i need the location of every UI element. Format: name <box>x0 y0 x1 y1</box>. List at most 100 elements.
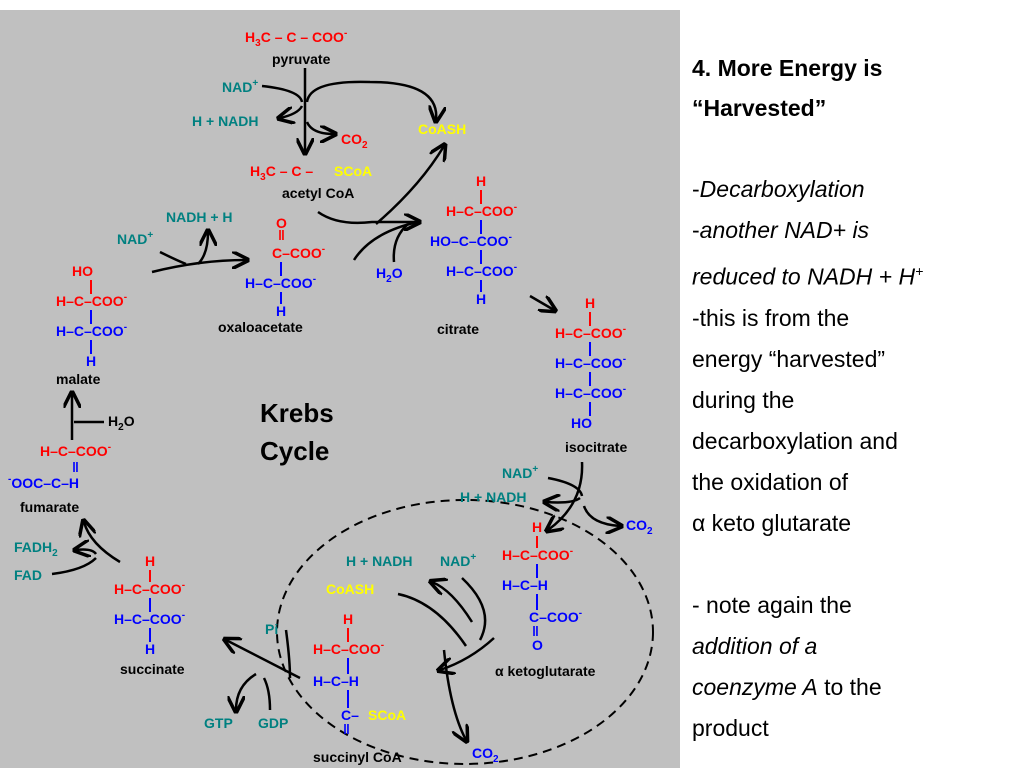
label-succoa-r1-part-1: - <box>381 640 384 651</box>
label-coash-2: CoASH <box>326 581 374 597</box>
label-malate-r1-part-0: H–C–COO <box>56 293 124 309</box>
label-acetyl-formula-a-part-2: C – C – <box>266 163 314 179</box>
arrow-gdp-in <box>262 677 272 711</box>
arrow-acetyl-to-citrate <box>317 210 418 223</box>
label-succinate-r1-part-1: - <box>182 580 185 591</box>
label-succinate-name-part-0: succinate <box>120 661 185 677</box>
label-coash-2-part-0: CoASH <box>326 581 374 597</box>
label-nad-1: NAD+ <box>222 78 258 95</box>
label-co2-1: CO2 <box>341 131 368 151</box>
label-citrate-r3-part-0: H–C–COO <box>446 263 514 279</box>
label-fumarate-r2-part-1: OOC–C–H <box>11 475 79 491</box>
label-citrate-r1-part-1: - <box>514 202 517 213</box>
label-succoa-name-part-0: succinyl CoA <box>313 749 402 765</box>
label-succoa-r2: H–C–H <box>313 673 359 689</box>
label-acetyl-name-part-0: acetyl CoA <box>282 185 354 201</box>
bullets2-line-1-part-0: addition of a <box>692 632 818 659</box>
label-isocitrate-h1-part-0: H <box>585 295 595 311</box>
label-akg-name: α ketoglutarate <box>495 663 596 679</box>
label-pyruvate-formula-part-3: - <box>344 28 347 39</box>
bullets-line-2: reduced to NADH + H+ <box>692 251 1017 298</box>
label-fadh2: FADH2 <box>14 539 58 559</box>
label-nadh-2-part-0: NADH + H <box>166 209 233 225</box>
label-isocitrate-r2-part-1: - <box>623 354 626 365</box>
label-isocitrate-r3-part-1: - <box>623 384 626 395</box>
label-malate-ho: HO <box>72 263 93 279</box>
label-oxalo-r1: C–COO- <box>272 244 325 261</box>
arrow-nadh-out-1 <box>280 105 304 118</box>
bullets2-line-2-part-0: coenzyme A <box>692 673 818 700</box>
label-fadh2-part-0: FADH <box>14 539 52 555</box>
label-nad-3: NAD+ <box>502 464 538 481</box>
label-pyruvate-formula-part-2: C – C – COO <box>261 29 344 45</box>
bullets-line-6: decarboxylation and <box>692 421 1017 462</box>
label-succinate-h2-part-0: H <box>145 641 155 657</box>
label-citrate-h1-part-0: H <box>476 173 486 189</box>
label-pyruvate-formula-part-1: 3 <box>255 38 261 49</box>
label-citrate-r3-part-1: - <box>514 262 517 273</box>
label-h2o-2-part-2: O <box>124 413 135 429</box>
label-h2o-2: H2O <box>108 413 135 433</box>
label-succoa-h: H <box>343 611 353 627</box>
label-fumarate-r1: H–C–COO- <box>40 442 111 459</box>
label-succinate-r2: H–C–COO- <box>114 610 185 627</box>
label-citrate-h2: H <box>476 291 486 307</box>
label-succinate-h1: H <box>145 553 155 569</box>
label-fumarate-r1-part-1: - <box>108 442 111 453</box>
arrow-co2-out-3 <box>442 649 466 740</box>
bullets-line-4-part-0: energy “harvested” <box>692 345 886 372</box>
label-citrate-r3: H–C–COO- <box>446 262 517 279</box>
label-malate-ho-part-0: HO <box>72 263 93 279</box>
label-isocitrate-r1: H–C–COO- <box>555 324 626 341</box>
label-fumarate-name: fumarate <box>20 499 79 515</box>
bullets-line-2-part-1: + <box>915 263 924 279</box>
label-gdp: GDP <box>258 715 288 731</box>
label-pi: Pi <box>265 621 278 637</box>
label-coash-1-part-0: CoASH <box>418 121 466 137</box>
arrow-akg-to-succoa <box>440 637 495 670</box>
slide-heading-line1: 4. More Energy is <box>692 55 883 81</box>
label-oxalo-eq: ‖ <box>278 227 285 243</box>
label-co2-1-part-0: CO <box>341 131 362 147</box>
label-oxalo-r1-part-1: - <box>322 244 325 255</box>
bullets-line-1-part-1: another NAD+ is <box>699 217 870 243</box>
bullets-line-6-part-0: decarboxylation and <box>692 427 898 454</box>
label-acetyl-name: acetyl CoA <box>282 185 354 201</box>
label-nadh-4-part-0: H + NADH <box>346 553 413 569</box>
label-coash-1: CoASH <box>418 121 466 137</box>
label-h2o-2-part-1: 2 <box>118 422 124 433</box>
bullets2-line-2-part-1: to the <box>817 673 882 700</box>
bullets-line-7: the oxidation of <box>692 462 1017 503</box>
label-malate-r1-part-1: - <box>124 292 127 303</box>
label-akg-o: O <box>532 637 543 653</box>
bullets2-line-0: - note again the <box>692 585 1017 626</box>
krebs-title-line2: Cycle <box>260 436 329 466</box>
label-isocitrate-r1-part-0: H–C–COO <box>555 325 623 341</box>
label-fumarate-r2: -OOC–C–H <box>8 474 79 491</box>
label-gtp: GTP <box>204 715 233 731</box>
label-fad: FAD <box>14 567 42 583</box>
arrow-gtp-out <box>236 672 257 710</box>
bullets-line-2-part-0: reduced to NADH + H <box>692 263 916 290</box>
label-akg-r3-part-1: - <box>579 608 582 619</box>
bullets2-line-3: product <box>692 708 1017 749</box>
label-nad-2-part-1: + <box>147 230 153 241</box>
label-co2-2-part-1: 2 <box>647 526 653 537</box>
label-succoa-r1-part-0: H–C–COO <box>313 641 381 657</box>
label-succinate-h1-part-0: H <box>145 553 155 569</box>
label-fad-part-0: FAD <box>14 567 42 583</box>
label-gtp-part-0: GTP <box>204 715 233 731</box>
label-nad-4-part-0: NAD <box>440 553 470 569</box>
label-h2o-1-part-0: H <box>376 265 386 281</box>
label-succoa-h-part-0: H <box>343 611 353 627</box>
arrow-nad-in-2 <box>159 250 187 266</box>
arrow-coash-in-2 <box>397 592 468 647</box>
label-citrate-r1-part-0: H–C–COO <box>446 203 514 219</box>
label-isocitrate-r2: H–C–COO- <box>555 354 626 371</box>
label-akg-r2-part-0: H–C–H <box>502 577 548 593</box>
bullets-line-5: during the <box>692 380 1017 421</box>
highlight-ellipse <box>276 499 654 765</box>
label-succoa-r1: H–C–COO- <box>313 640 384 657</box>
bullets-line-7-part-0: the oxidation of <box>692 468 849 495</box>
